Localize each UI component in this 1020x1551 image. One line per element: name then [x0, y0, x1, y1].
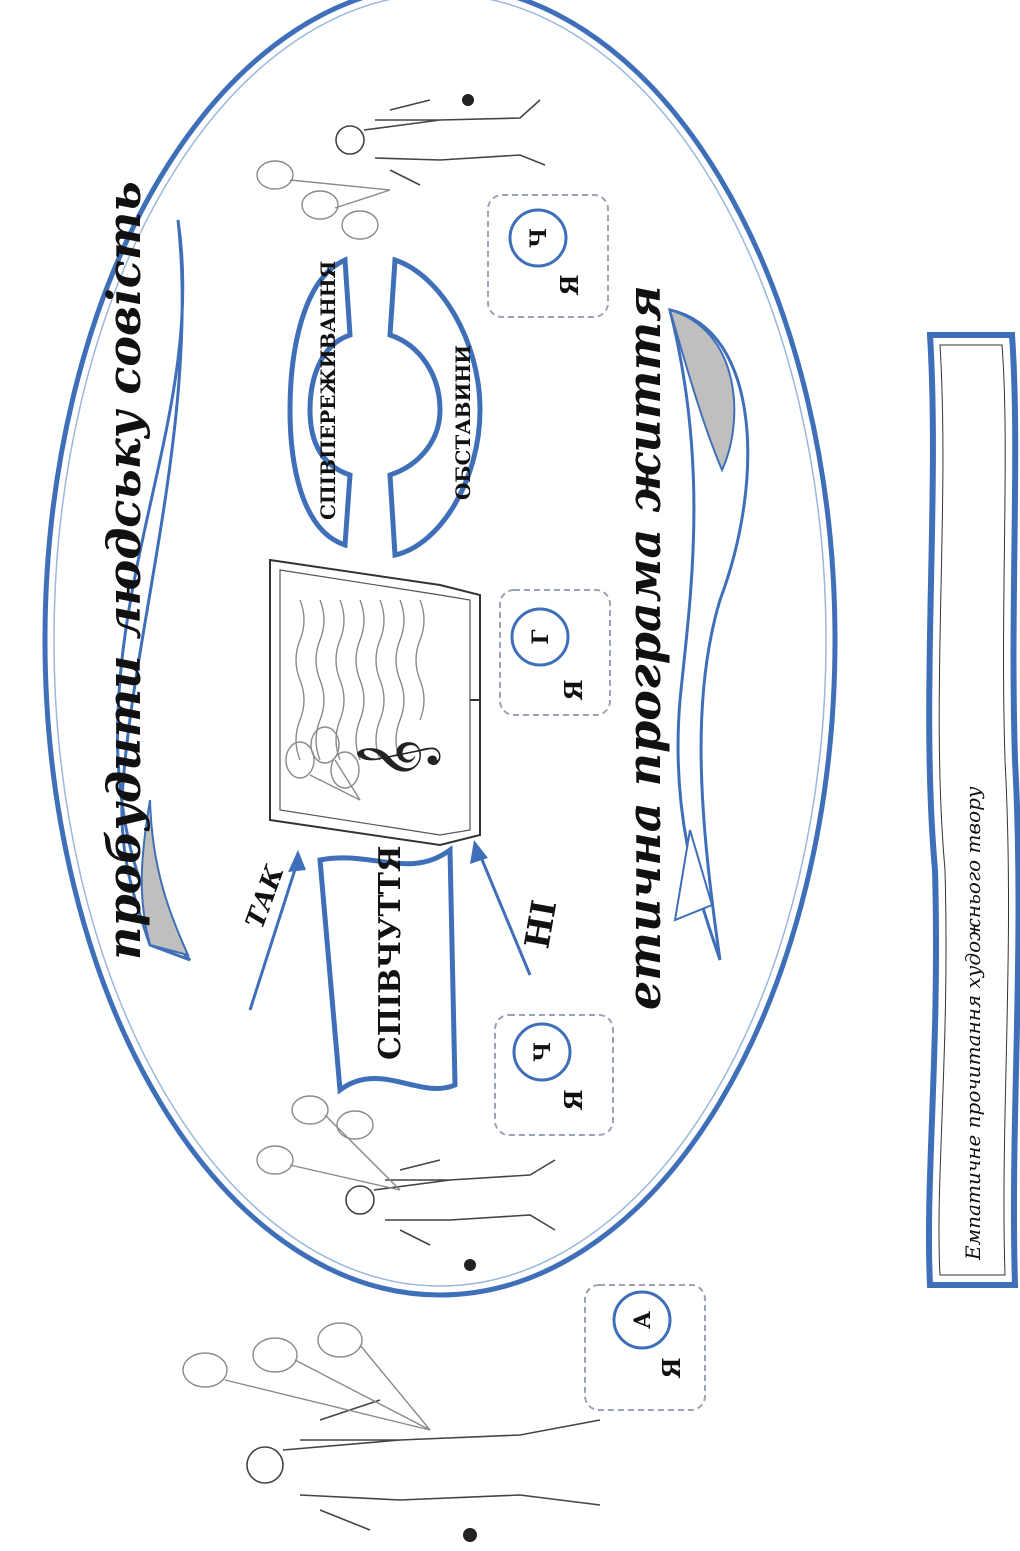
self-box-ch-left: Ч Я: [494, 1014, 614, 1136]
arrow-no-label: НІ: [517, 897, 565, 951]
self-box-ch-right: Ч Я: [487, 194, 609, 318]
outer-ellipse-inner-line: [53, 0, 827, 1287]
outer-ellipse: [42, 0, 838, 1298]
arc-upper-label: СПІВПЕРЕЖИВАННЯ: [316, 261, 340, 520]
self-box-g-inner: Г: [528, 629, 554, 644]
bottom-arc-text: етична програма життя: [617, 285, 671, 1010]
top-arc-text: пробудити людську совість: [97, 181, 151, 960]
self-box-ch-left-outer: Я: [559, 1089, 588, 1110]
arc-upper: СПІВПЕРЕЖИВАННЯ: [287, 256, 353, 549]
caption-text: Емпатичне прочитання художнього твору: [961, 786, 985, 1261]
caption-frame: Емпатичне прочитання художнього твору: [925, 332, 1020, 1288]
compassion-label: СПІВЧУТТЯ: [373, 846, 408, 1060]
arrow-yes-label: ТАК: [240, 862, 290, 933]
self-box-a-outer: Я: [657, 1357, 686, 1378]
arc-lower: ОБСТАВИНИ: [387, 256, 483, 559]
self-box-ch-right-inner: Ч: [526, 228, 552, 248]
left-curved-arrow: [116, 219, 192, 962]
right-curved-arrow: [667, 308, 750, 961]
person-with-masks-bottom: [256, 1095, 556, 1271]
compassion-banner: СПІВЧУТТЯ: [317, 845, 458, 1095]
person-outside: [182, 1322, 601, 1542]
arc-lower-label: ОБСТАВИНИ: [451, 345, 475, 500]
open-book: 𝄞: [269, 558, 481, 847]
treble-clef-symbol: 𝄞: [355, 739, 440, 780]
person-with-masks-top: [256, 94, 546, 240]
arrow-no: [470, 840, 532, 976]
arrow-yes: [248, 850, 306, 1011]
self-box-g-outer: Я: [559, 679, 588, 700]
self-box-ch-left-inner: Ч: [530, 1042, 556, 1062]
self-box-a: А Я: [584, 1284, 706, 1411]
self-box-ch-right-outer: Я: [555, 274, 584, 295]
self-box-g: Г Я: [499, 589, 611, 716]
self-box-a-inner: А: [630, 1311, 656, 1329]
